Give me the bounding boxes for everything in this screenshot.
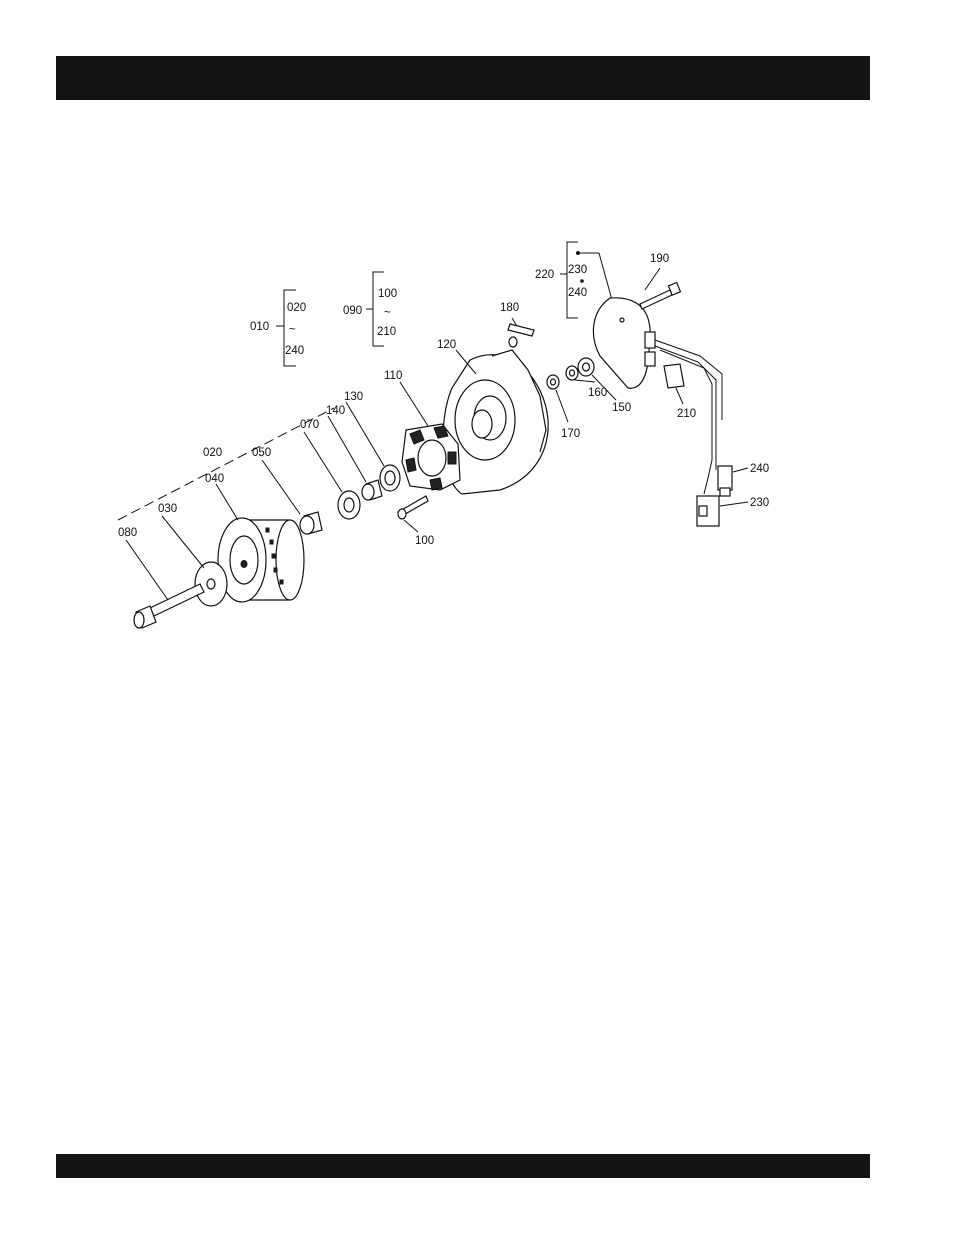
callout-130: 130 <box>344 391 363 403</box>
washer-170: 170 <box>547 375 580 440</box>
range-tilde-2: ~ <box>384 307 391 319</box>
range-tilde: ~ <box>289 324 296 336</box>
screw-190: 190 <box>640 253 681 309</box>
callout-100: 100 <box>415 535 434 547</box>
callout-190: 190 <box>650 253 669 265</box>
callout-180: 180 <box>500 302 519 314</box>
callout-240-range-2: 240 <box>568 287 587 299</box>
bracket-010-range: 010 020 ~ 240 <box>250 290 306 366</box>
callout-100-range: 100 <box>378 288 397 300</box>
callout-230-range: 230 <box>568 264 587 276</box>
component-210: 210 <box>664 364 696 420</box>
bolt-100: 100 <box>398 496 434 547</box>
callout-020: 020 <box>203 447 222 459</box>
callout-080: 080 <box>118 527 137 539</box>
callout-240: 240 <box>750 463 769 475</box>
regulator-cover <box>593 298 722 460</box>
bracket-090-range: 090 100 ~ 210 <box>343 272 397 346</box>
callout-150: 150 <box>612 402 631 414</box>
callout-220: 220 <box>535 269 554 281</box>
callout-240-range: 240 <box>285 345 304 357</box>
callout-010: 010 <box>250 321 269 333</box>
callout-170: 170 <box>561 428 580 440</box>
spacer-140: 140 <box>326 405 382 500</box>
callout-230: 230 <box>750 497 769 509</box>
callout-020-range: 020 <box>287 302 306 314</box>
bolt-080: 080 <box>118 527 204 628</box>
callout-090: 090 <box>343 305 362 317</box>
bearing-070: 070 <box>300 419 360 519</box>
callout-210-range: 210 <box>377 326 396 338</box>
callout-040: 040 <box>205 473 224 485</box>
callout-120: 120 <box>437 339 456 351</box>
callout-210: 210 <box>677 408 696 420</box>
bearing-130: 130 <box>344 391 400 491</box>
terminal-180: 180 <box>500 302 534 347</box>
connector-240: 240 <box>718 463 769 496</box>
callout-140: 140 <box>326 405 345 417</box>
callout-160: 160 <box>588 387 607 399</box>
callout-110: 110 <box>384 370 402 382</box>
callout-030: 030 <box>158 503 177 515</box>
